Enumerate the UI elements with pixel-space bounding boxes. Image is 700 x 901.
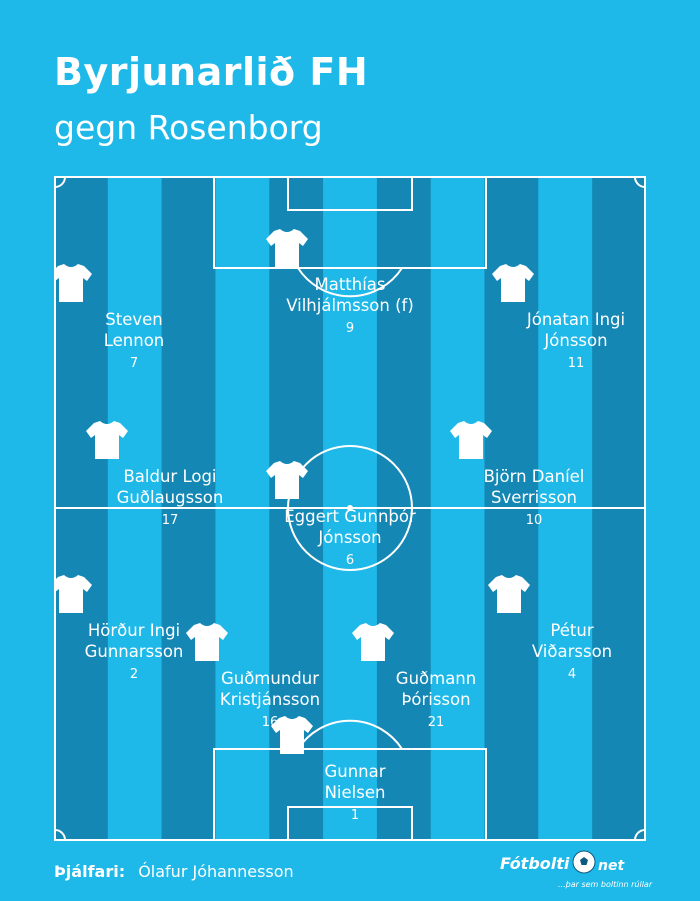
player: Baldur Logi Guðlaugsson 17 (85, 418, 255, 529)
player: Eggert Gunnþór Jónsson 6 (265, 458, 435, 569)
shirt-icon (266, 226, 372, 270)
page-title: Byrjunarlið FH (54, 50, 369, 94)
shirt-icon (488, 572, 594, 616)
player-number: 6 (345, 553, 355, 568)
logo-suffix: net (598, 858, 625, 874)
player-name: Jónatan Ingi Jónsson (526, 310, 626, 350)
shirt-icon (54, 261, 156, 305)
player-name: Hörður Ingi Gunnarsson (84, 621, 184, 661)
player: Björn Daníel Sverrisson 10 (449, 418, 619, 529)
shirt-icon (271, 713, 377, 757)
football-pitch: Matthías Vilhjálmsson (f) 9 Steven Lennon 7… (54, 176, 646, 841)
shirt-icon (186, 620, 292, 664)
shirt-icon (86, 418, 192, 462)
player-name: Baldur Logi Guðlaugsson (116, 467, 224, 507)
logo-tagline: ...þar sem boltinn rúllar (558, 880, 653, 889)
player-name: Eggert Gunnþór Jónsson (284, 507, 416, 547)
player: Gunnar Nielsen 1 (270, 713, 440, 824)
player-name: Steven Lennon (103, 310, 165, 350)
shirt-icon (54, 572, 156, 616)
logo-brand: Fótbolti (500, 854, 570, 873)
coach-name: Ólafur Jóhannesson (138, 862, 294, 881)
shirt-icon (266, 458, 372, 502)
player-number: 17 (161, 513, 179, 528)
player-number: 2 (129, 667, 139, 682)
player-number: 1 (350, 808, 360, 823)
player-name: Guðmundur Kristjánsson (219, 669, 321, 709)
shirt-icon (352, 620, 458, 664)
shirt-icon (450, 418, 556, 462)
player-number: 10 (525, 513, 543, 528)
player: Steven Lennon 7 (54, 261, 219, 372)
player-number: 21 (427, 715, 445, 730)
player-number: 7 (129, 356, 139, 371)
player: Matthías Vilhjálmsson (f) 9 (265, 226, 435, 337)
fotbolti-net-logo: Fótbolti net ...þar sem boltinn rúllar (500, 848, 653, 896)
player: Hörður Ingi Gunnarsson 2 (54, 572, 219, 683)
pitch-markings (54, 176, 646, 841)
shirt-icon (492, 261, 598, 305)
player: Guðmann Þórisson 21 (351, 620, 521, 731)
coach-line: Þjálfari: Ólafur Jóhannesson (54, 862, 294, 881)
player-name: Gunnar Nielsen (324, 762, 386, 802)
player: Jónatan Ingi Jónsson 11 (491, 261, 646, 372)
football-icon (572, 850, 596, 874)
player-number: 9 (345, 321, 355, 336)
page-subtitle: gegn Rosenborg (54, 108, 323, 147)
player-name: Björn Daníel Sverrisson (483, 467, 585, 507)
player-name: Pétur Viðarsson (531, 621, 613, 661)
player: Pétur Viðarsson 4 (487, 572, 646, 683)
player-number: 11 (567, 356, 585, 371)
player-name: Guðmann Þórisson (395, 669, 477, 709)
player-name: Matthías Vilhjálmsson (f) (286, 275, 414, 315)
player-number: 4 (567, 667, 577, 682)
coach-label: Þjálfari: (54, 862, 126, 881)
